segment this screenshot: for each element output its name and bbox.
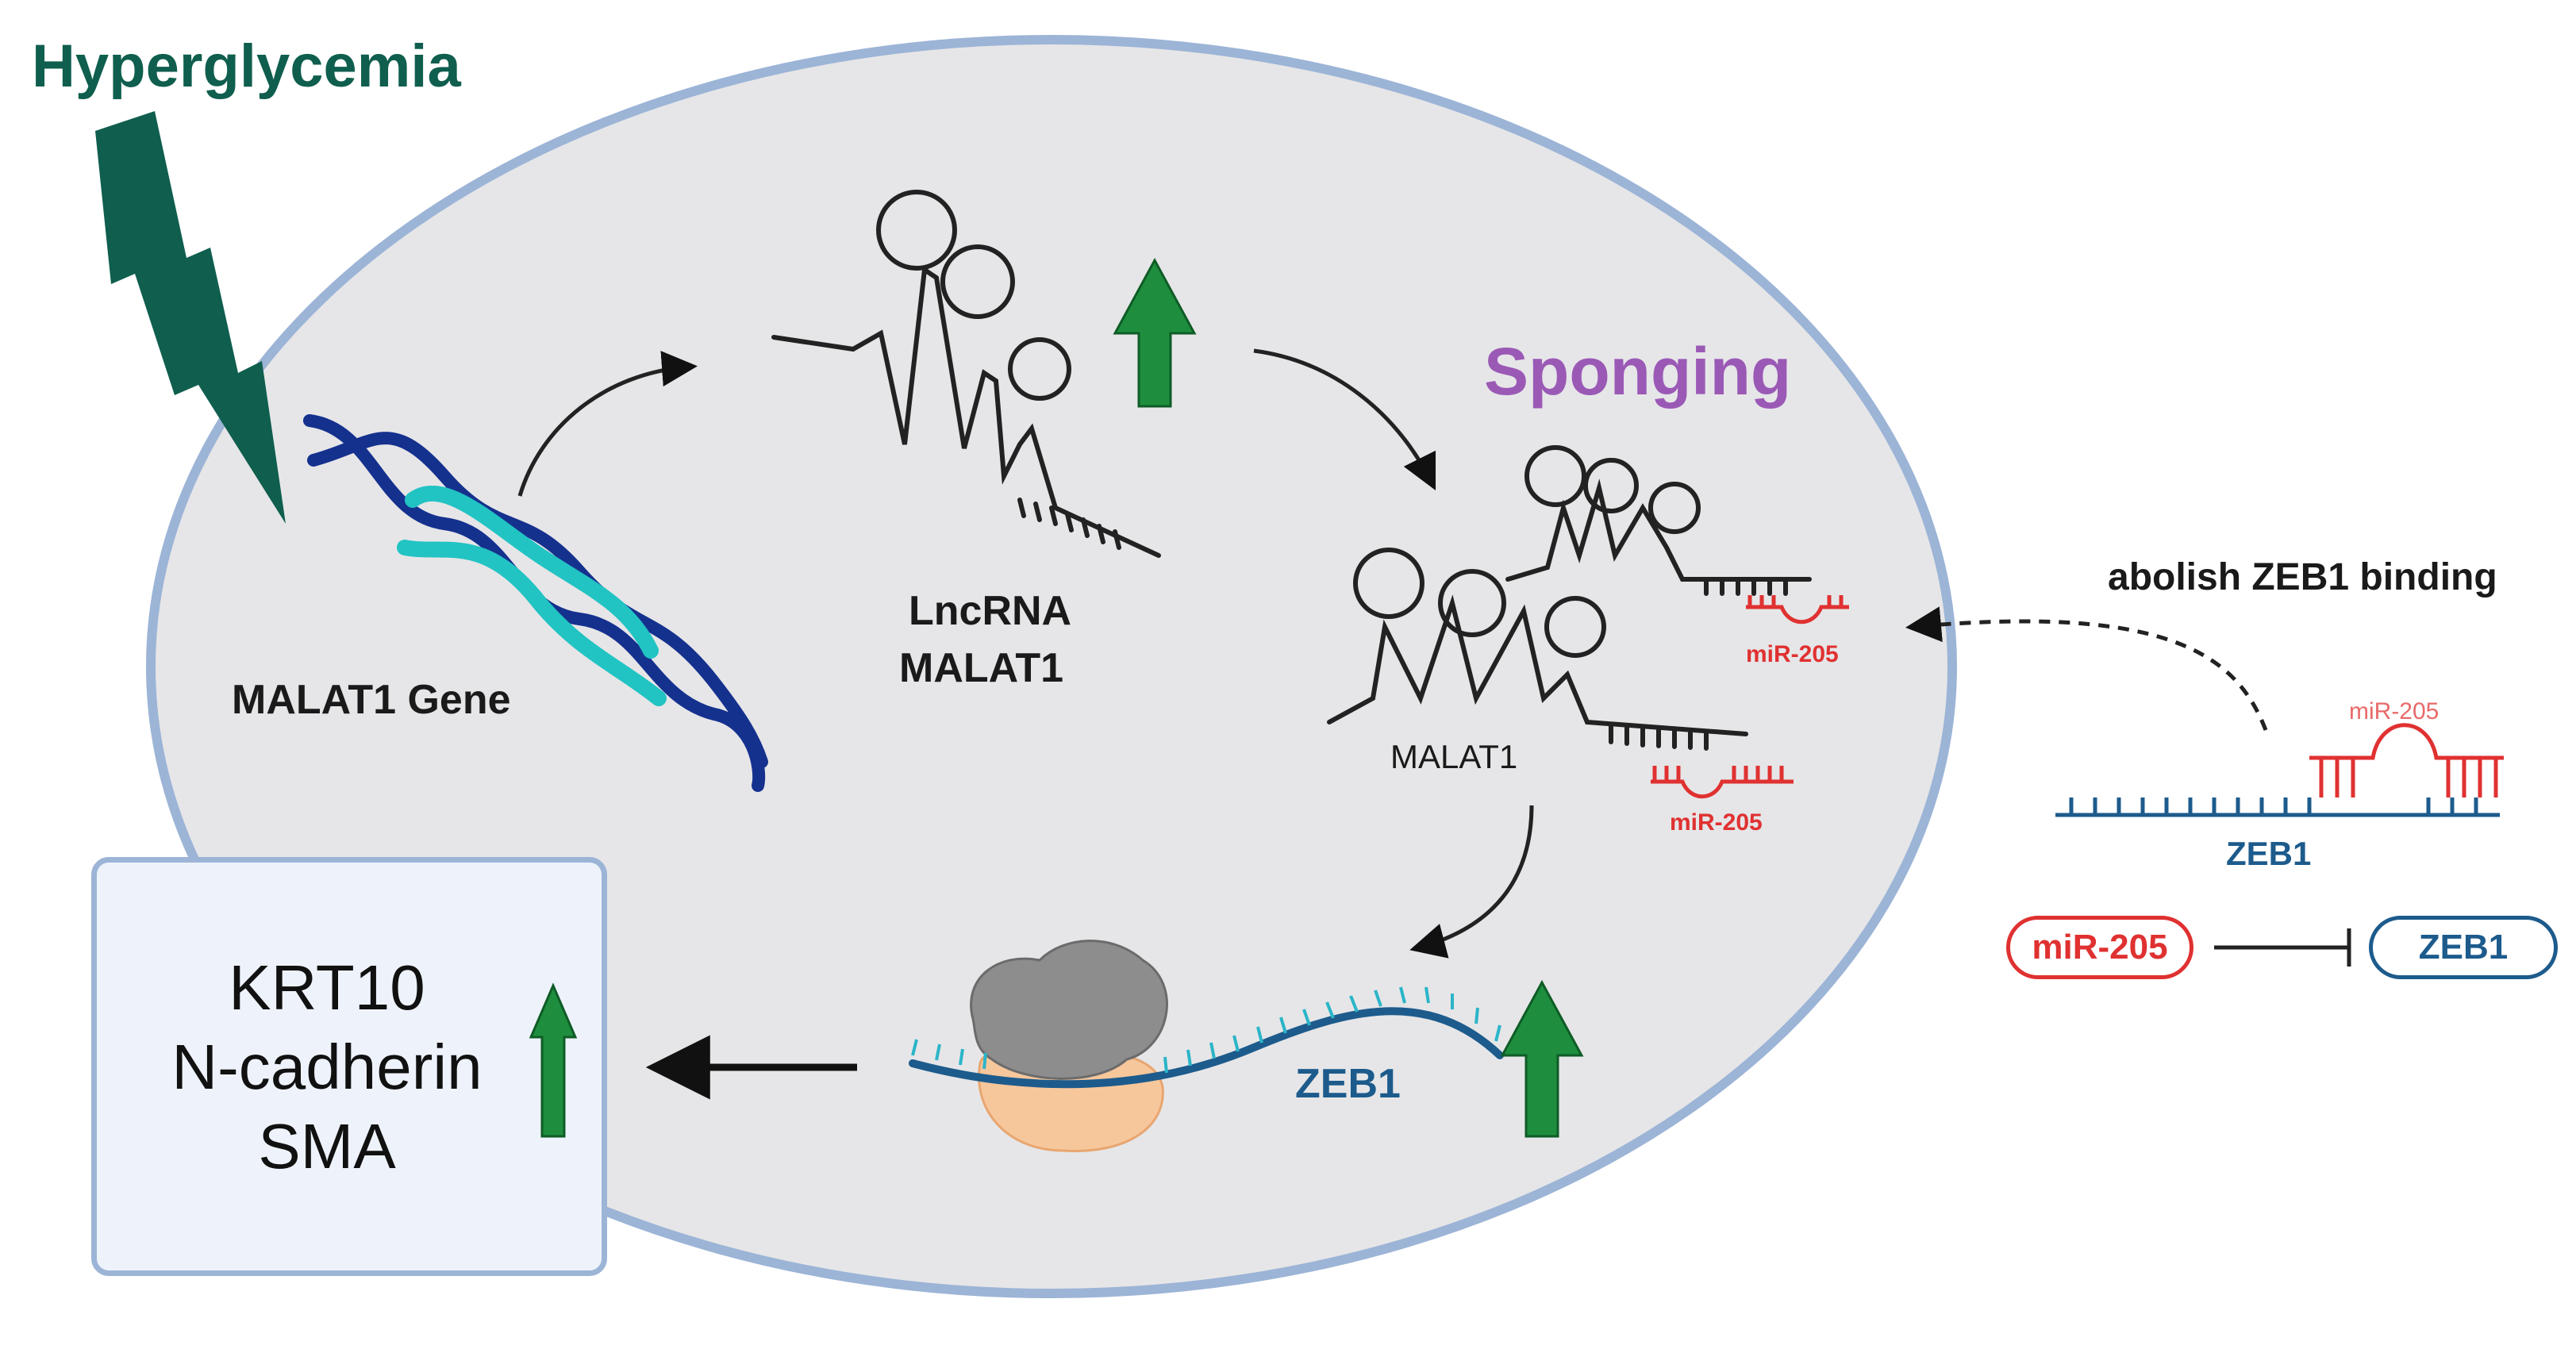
- ribosome-icon: [970, 940, 1168, 1152]
- inhibition-arrow-icon: [2214, 928, 2351, 967]
- zeb1-label-mrna: ZEB1: [1295, 1061, 1401, 1107]
- marker-sma: SMA: [258, 1111, 396, 1182]
- zeb1-label-right: ZEB1: [2226, 835, 2312, 872]
- sponging-arrow: [1253, 348, 1436, 491]
- lncrna-hairpin-icon: [771, 190, 1161, 558]
- malat1-gene-label: MALAT1 Gene: [232, 677, 511, 723]
- up-arrow-icon: [1113, 257, 1197, 408]
- mirna-bound-bottom: [1651, 766, 1794, 799]
- marker-n-cadherin: N-cadherin: [171, 1032, 483, 1102]
- mirna-label-right: miR-205: [2349, 698, 2440, 724]
- zeb1-mrna-legend: [2055, 723, 2504, 817]
- mrna-codons: [911, 986, 1501, 1074]
- sponging-label: Sponging: [1484, 334, 1792, 409]
- abolish-binding-arrow: [1905, 606, 2268, 731]
- abolish-binding-label: abolish ZEB1 binding: [2108, 556, 2497, 598]
- marker-box: KRT10 N-cadherin SMA: [91, 857, 607, 1276]
- transcription-arrow: [517, 351, 698, 497]
- up-arrow-icon-zeb1: [1500, 979, 1584, 1138]
- malat1-label: MALAT1: [1390, 738, 1518, 775]
- malat1-sponge-bottom: [1327, 548, 1748, 751]
- lightning-bolt-icon: [95, 111, 286, 524]
- zeb1-legend-pill: ZEB1: [2369, 916, 2558, 979]
- translation-arrow: [1409, 805, 1534, 959]
- malat1-sponge-top: [1505, 445, 1812, 596]
- marker-krt10: KRT10: [229, 952, 425, 1023]
- hyperglycemia-title: Hyperglycemia: [32, 33, 461, 100]
- up-arrow-icon-markers: [529, 982, 577, 1138]
- lncrna-label-line2: MALAT1: [899, 645, 1064, 691]
- mirna-label-top: miR-205: [1746, 641, 1839, 667]
- mrna-strand-icon: [909, 1007, 1504, 1089]
- lncrna-label-line1: LncRNA: [909, 588, 1072, 634]
- mirna-bound-top: [1746, 595, 1849, 625]
- dna-helix-icon: [303, 414, 768, 792]
- mirna-label-bottom: miR-205: [1670, 809, 1763, 836]
- mirna-legend-pill: miR-205: [2006, 916, 2193, 979]
